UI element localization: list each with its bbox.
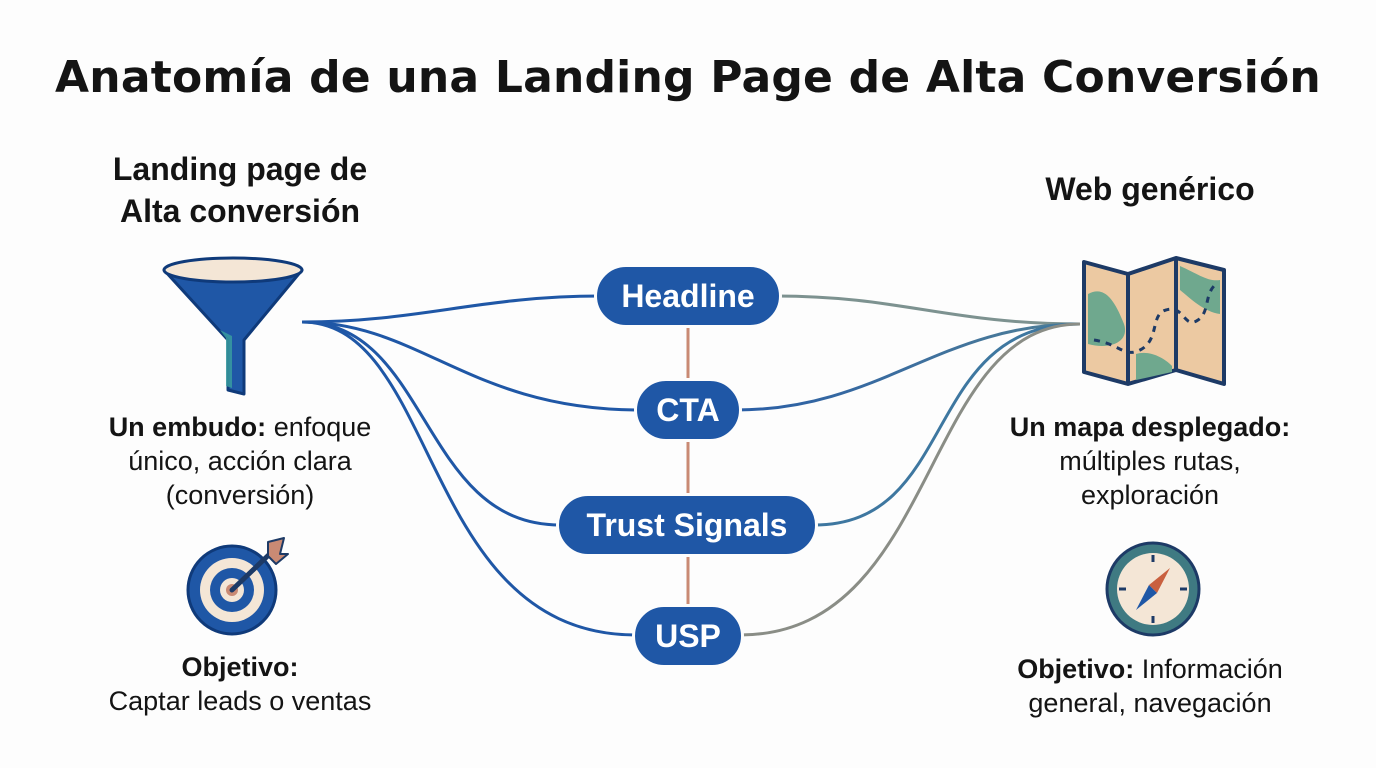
left-goal-caption: Objetivo: Captar leads o ventas — [60, 650, 420, 718]
left-metaphor-text1: enfoque — [273, 412, 372, 442]
right-metaphor-caption: Un mapa desplegado: múltiples rutas, exp… — [960, 410, 1340, 512]
right-metaphor-text2: exploración — [1080, 480, 1220, 510]
left-goal-bold: Objetivo: — [181, 652, 299, 682]
right-curve-usp — [739, 322, 1081, 637]
right-metaphor-bold: Un mapa desplegado: — [1009, 412, 1291, 442]
right-goal-text1: Información — [1141, 654, 1283, 684]
right-goal-bold: Objetivo: — [1017, 654, 1135, 684]
folded-map-icon — [1082, 256, 1226, 386]
right-metaphor-text1: múltiples rutas, — [1059, 446, 1241, 476]
left-heading-line2: Alta conversión — [119, 193, 361, 229]
diagram-title: Anatomía de una Landing Page de Alta Con… — [55, 52, 1321, 103]
left-heading: Landing page de Alta conversión — [60, 148, 420, 232]
left-metaphor-text3: (conversión) — [165, 480, 315, 510]
left-curve-trust — [301, 320, 561, 527]
left-metaphor-bold: Un embudo: — [108, 412, 267, 442]
left-curve-usp — [301, 320, 637, 637]
left-metaphor-caption: Un embudo: enfoque único, acción clara (… — [60, 410, 420, 512]
funnel-icon — [162, 256, 304, 396]
right-goal-caption: Objetivo: Información general, navegació… — [980, 652, 1320, 720]
left-goal-text: Captar leads o ventas — [108, 686, 372, 716]
left-metaphor-text2: único, acción clara — [128, 446, 352, 476]
left-heading-line1: Landing page de — [112, 151, 368, 187]
target-icon — [186, 537, 289, 636]
right-curve-trust — [813, 322, 1081, 527]
element-pill-trust-signals: Trust Signals — [556, 493, 818, 557]
element-pill-headline: Headline — [594, 264, 782, 328]
compass-icon — [1105, 541, 1201, 637]
element-pill-usp: USP — [632, 604, 744, 668]
right-heading: Web genérico — [1045, 171, 1255, 207]
left-curve-headline — [301, 294, 601, 324]
right-curve-headline — [775, 294, 1081, 326]
left-curve-cta — [301, 320, 641, 412]
right-curve-cta — [735, 322, 1081, 412]
right-goal-text2: general, navegación — [1028, 688, 1272, 718]
element-pill-cta: CTA — [634, 378, 742, 442]
